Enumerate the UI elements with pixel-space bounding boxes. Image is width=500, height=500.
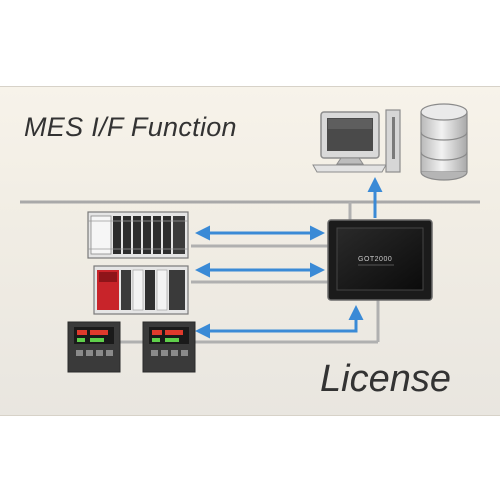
license-label: License [320, 358, 451, 400]
display-unit-brand: GOT2000 [358, 256, 392, 263]
diagram-title: MES I/F Function [24, 112, 237, 142]
plc-icon [93, 265, 189, 315]
display-unit-icon: GOT2000 [327, 219, 433, 301]
monitor-icon [312, 109, 401, 173]
controller-icon [142, 321, 196, 373]
arrow-controller [195, 305, 364, 339]
server-icon [420, 103, 468, 181]
controller-icon [67, 321, 121, 373]
plc-icon [87, 211, 189, 259]
data-arrows [195, 177, 383, 339]
